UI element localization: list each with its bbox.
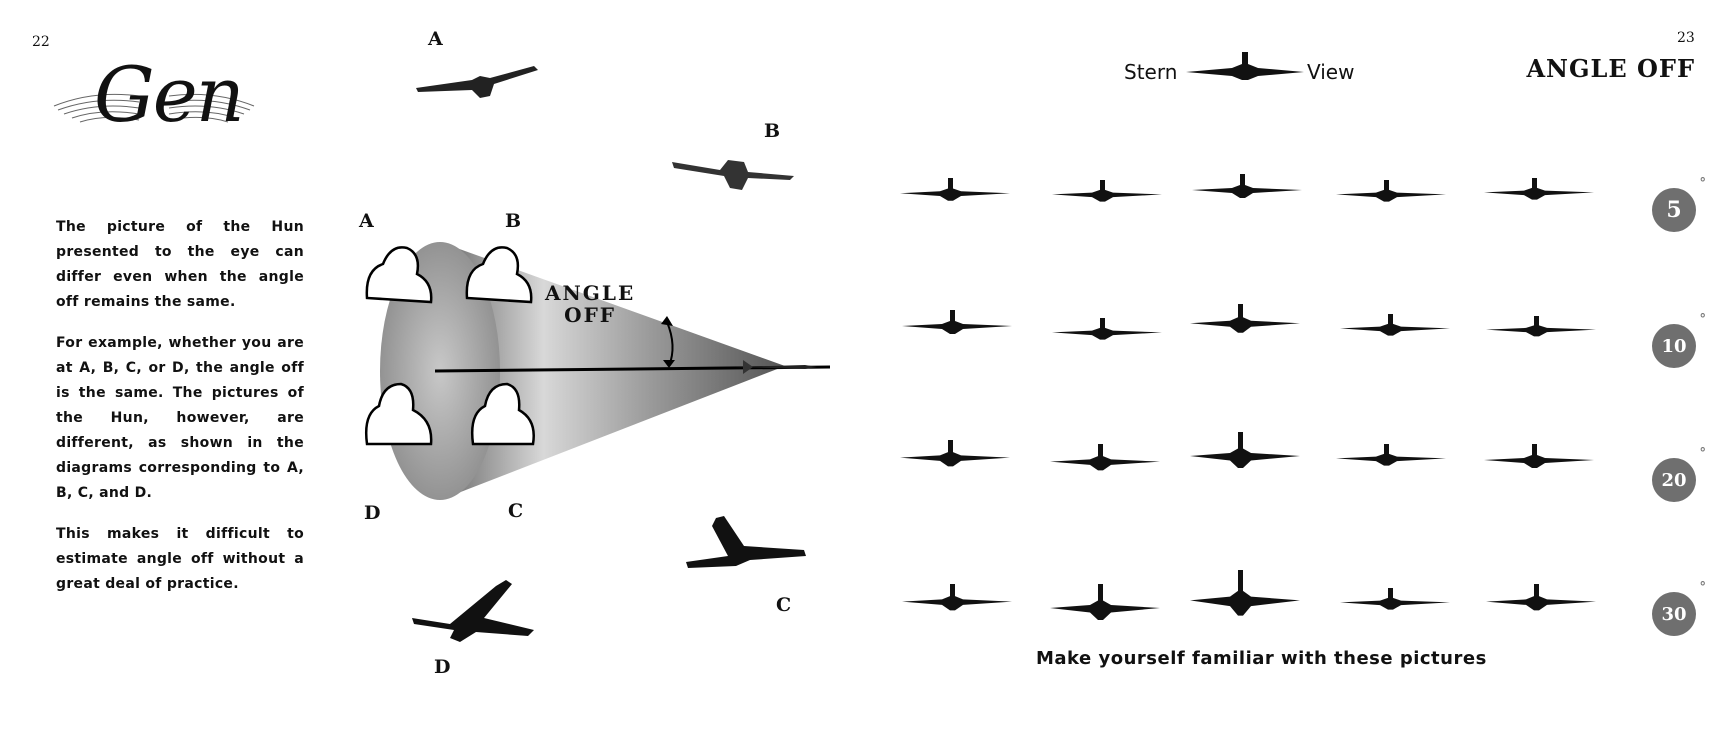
diagram-label-d: D: [364, 502, 381, 524]
angle-value-5: 5: [1666, 197, 1682, 223]
page-title: ANGLE OFF: [1526, 54, 1695, 83]
diagram-label-c: C: [508, 500, 524, 522]
angle-badge-30: 30 °: [1652, 580, 1706, 636]
degree-symbol: °: [1699, 176, 1707, 191]
paragraph-3: This makes it difficult to estimate angl…: [56, 526, 304, 592]
cone-illustration: [365, 242, 831, 500]
plane-label-d: D: [434, 656, 451, 678]
row-20: [900, 432, 1594, 471]
plane-b-icon: [672, 160, 794, 190]
stern-label: Stern: [1124, 60, 1178, 84]
row-10: [902, 304, 1596, 340]
row-5: [900, 174, 1594, 202]
plane-grid-icons: [900, 174, 1596, 620]
winged-logo: Gen: [44, 40, 264, 160]
angle-badge-5: 5 °: [1652, 176, 1706, 232]
plane-label-a: A: [428, 28, 443, 50]
plane-c-icon: [686, 516, 806, 568]
angle-off-grid: [900, 160, 1610, 640]
angle-value-10: 10: [1661, 335, 1687, 357]
angle-badge-20: 20 °: [1652, 446, 1706, 502]
degree-symbol: °: [1699, 312, 1707, 327]
paragraph-1: The picture of the Hun presented to the …: [56, 219, 304, 310]
angle-value-20: 20: [1661, 469, 1687, 491]
stern-view-plane-icon: [1186, 52, 1304, 80]
angle-value-30: 30: [1661, 603, 1687, 625]
logo-script-text: Gen: [94, 50, 245, 139]
plane-d-icon: [412, 580, 534, 642]
plane-label-c: C: [776, 594, 792, 616]
diagram-label-b: B: [505, 210, 522, 232]
paragraph-2: For example, whether you are at A, B, C,…: [56, 335, 304, 501]
plane-label-b: B: [764, 120, 781, 142]
wings-icon: [53, 93, 255, 123]
caption: Make yourself familiar with these pictur…: [1036, 648, 1487, 669]
plane-a-icon: [416, 66, 538, 98]
view-label: View: [1307, 60, 1355, 84]
target-plane-icon: [735, 360, 817, 374]
angle-badge-10: 10 °: [1652, 312, 1706, 368]
diagram-label-a: A: [359, 210, 374, 232]
angle-off-diagram: ANGLE OFF: [355, 230, 835, 510]
page-number-right: 23: [1677, 30, 1695, 46]
degree-symbol: °: [1699, 580, 1707, 595]
page-number-left: 22: [32, 34, 50, 50]
degree-symbol: °: [1699, 446, 1707, 461]
row-30: [902, 570, 1596, 620]
angle-off-label: ANGLE OFF: [545, 281, 636, 327]
